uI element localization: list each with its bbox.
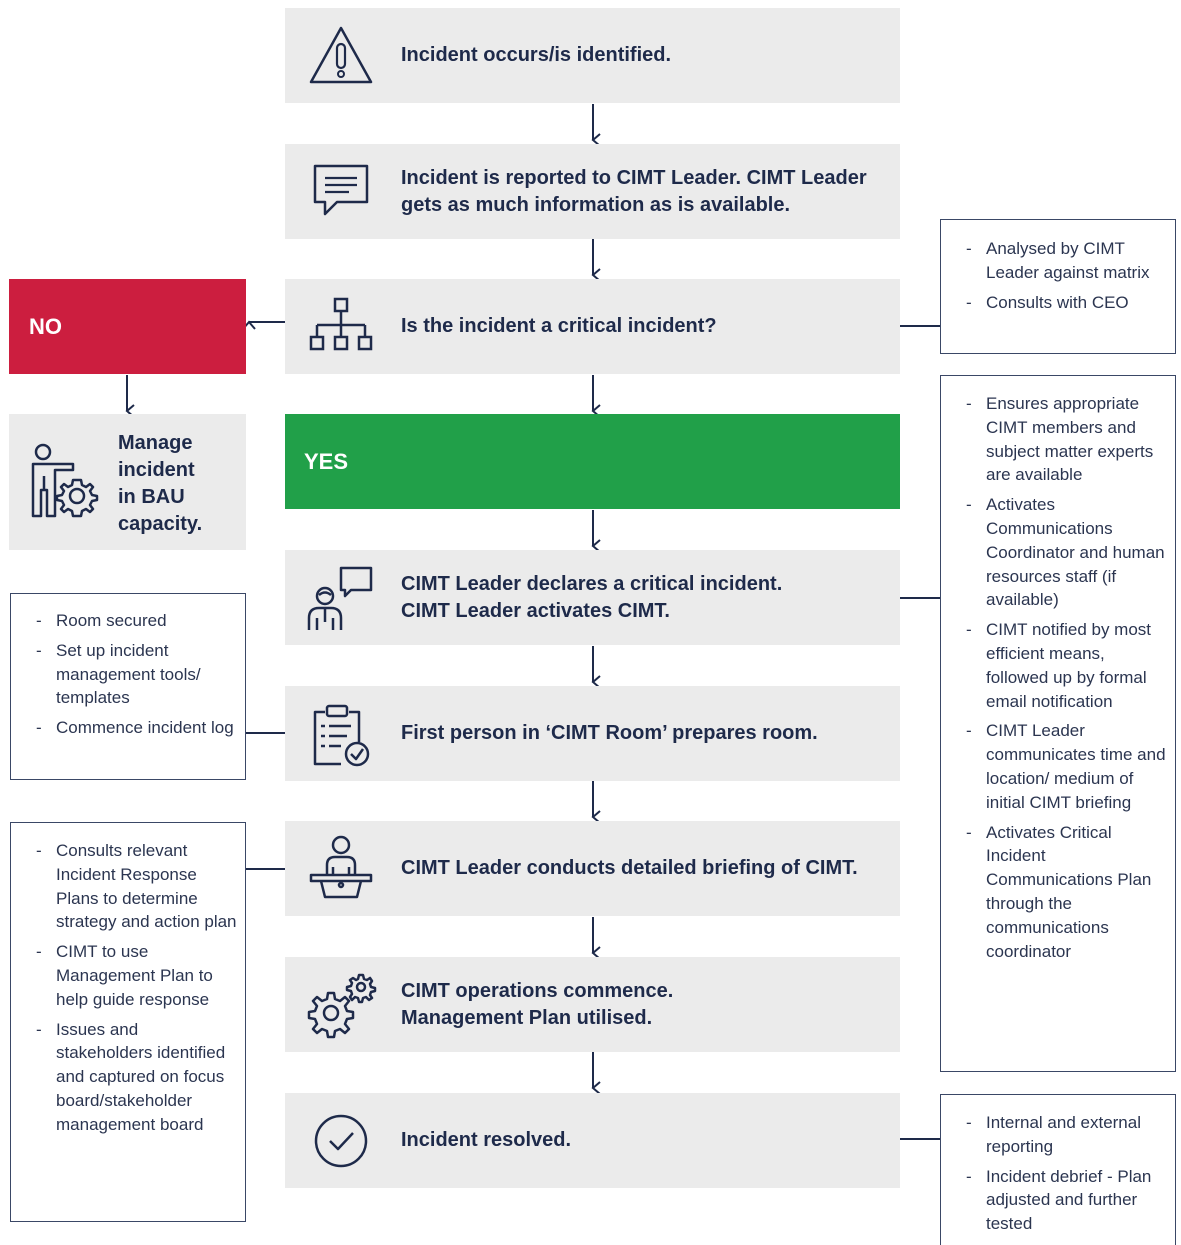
note-item: -Issues and stakeholders identified and …	[36, 1019, 226, 1134]
step-declare-critical: CIMT Leader declares a critical incident…	[285, 550, 900, 645]
note-declare: -Ensures appropriate CIMT members and su…	[940, 375, 1176, 1072]
step-resolved: Incident resolved.	[285, 1093, 900, 1188]
step-operations: CIMT operations commence. Management Pla…	[285, 957, 900, 1052]
gears-icon	[307, 973, 377, 1039]
step-prepare-room: First person in ‘CIMT Room’ prepares roo…	[285, 686, 900, 781]
note-item: -Analysed by CIMT Leader against matrix	[966, 239, 1150, 282]
step-text: CIMT operations commence. Management Pla…	[401, 979, 674, 1029]
presenter-podium-icon	[309, 835, 373, 899]
note-item: -Activates Communications Coordinator an…	[966, 495, 1165, 610]
note-item: -Activates Critical Incident Communicati…	[966, 822, 1152, 961]
yes-decision-box: YES	[285, 414, 900, 509]
note-item: -Incident debrief - Plan adjusted and fu…	[966, 1166, 1152, 1234]
step-text: CIMT Leader conducts detailed briefing o…	[401, 857, 858, 879]
check-circle-icon	[314, 1114, 368, 1168]
note-item: -Consults with CEO	[966, 292, 1129, 312]
bau-box: Manage incident in BAU capacity.	[9, 414, 246, 550]
note-item: -CIMT to use Management Plan to help gui…	[36, 942, 213, 1009]
note-room: -Room secured -Set up incident managemen…	[10, 593, 246, 780]
step-text: First person in ‘CIMT Room’ prepares roo…	[401, 722, 818, 744]
no-label: NO	[29, 313, 62, 339]
warning-icon	[309, 26, 373, 84]
note-item: -CIMT Leader communicates time and locat…	[966, 721, 1166, 812]
step-incident-occurs: Incident occurs/is identified.	[285, 8, 900, 103]
note-item: -Commence incident log	[36, 718, 234, 738]
bau-text: Manage incident in BAU capacity.	[118, 432, 203, 535]
person-gear-icon	[31, 443, 99, 518]
org-chart-icon	[309, 297, 373, 351]
note-resolved: -Internal and external reporting -Incide…	[940, 1094, 1176, 1245]
note-item: -CIMT notified by most efficient means, …	[966, 620, 1152, 711]
note-briefing: -Consults relevant Incident Response Pla…	[10, 822, 246, 1222]
note-item: -Room secured	[36, 611, 167, 630]
step-critical-question: Is the incident a critical incident?	[285, 279, 900, 374]
person-speech-icon	[307, 566, 373, 630]
step-text: CIMT Leader declares a critical incident…	[401, 572, 783, 622]
note-item: -Set up incident management tools/ templ…	[36, 640, 201, 708]
step-text: Incident resolved.	[401, 1129, 572, 1151]
chat-icon	[313, 164, 369, 216]
note-critical-analysis: -Analysed by CIMT Leader against matrix …	[940, 219, 1176, 354]
note-item: -Ensures appropriate CIMT members and su…	[966, 394, 1154, 485]
no-decision-box: NO	[9, 279, 246, 374]
step-text: Incident is reported to CIMT Leader. CIM…	[401, 166, 867, 216]
note-item: -Internal and external reporting	[966, 1113, 1141, 1156]
note-item: -Consults relevant Incident Response Pla…	[36, 841, 237, 932]
step-briefing: CIMT Leader conducts detailed briefing o…	[285, 821, 900, 916]
step-text: Incident occurs/is identified.	[401, 44, 672, 66]
step-text: Is the incident a critical incident?	[401, 315, 717, 337]
yes-label: YES	[304, 448, 349, 474]
step-incident-reported: Incident is reported to CIMT Leader. CIM…	[285, 144, 900, 239]
clipboard-check-icon	[313, 704, 370, 767]
